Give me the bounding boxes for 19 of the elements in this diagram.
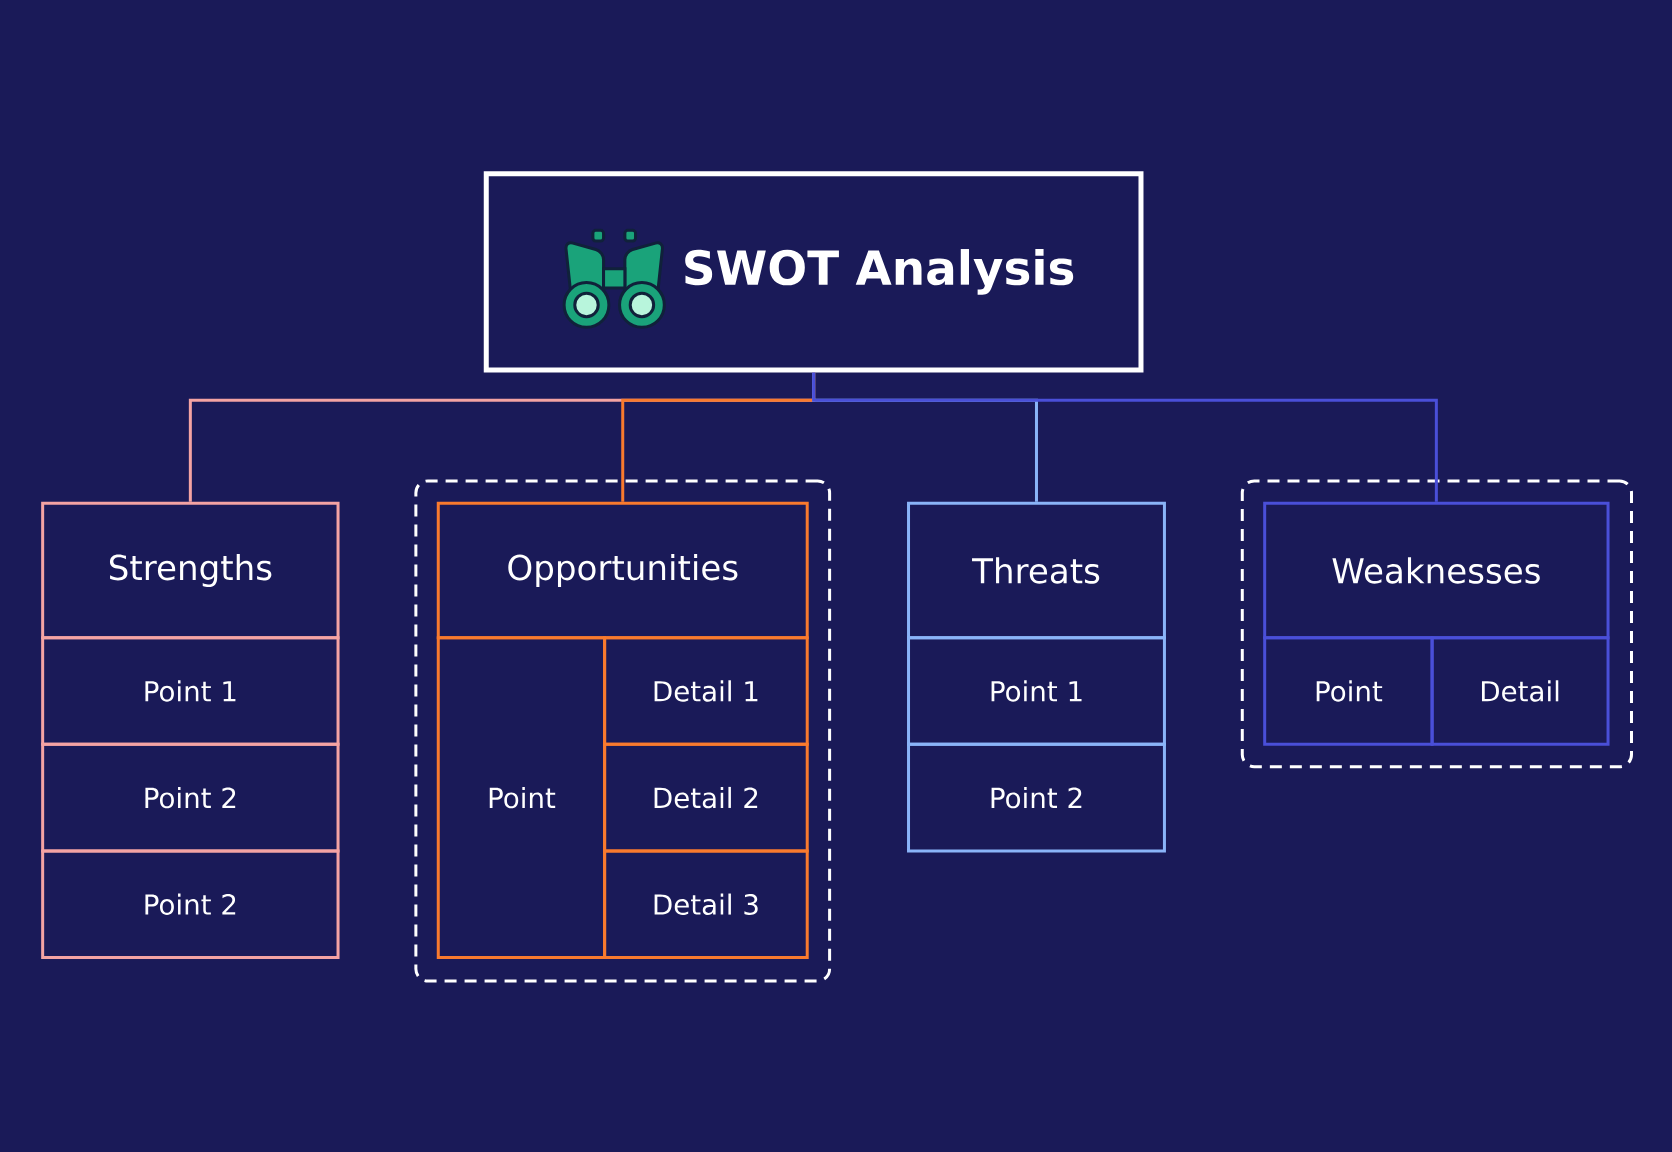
table-cell: Point 2 [41, 849, 340, 960]
table-cell: Detail 3 [603, 849, 809, 960]
table-cell: Detail [1430, 636, 1610, 746]
table-cell: Point [1263, 636, 1434, 746]
table-cell: Detail 2 [603, 742, 809, 853]
header-cell: Opportunities [436, 501, 809, 640]
table-cell: Point 1 [41, 636, 340, 746]
table-cell: Point [436, 636, 607, 960]
header-cell: Weaknesses [1263, 501, 1610, 640]
dashed-group-box [1240, 479, 1633, 769]
table-cell: Point 2 [41, 742, 340, 853]
connector-line [812, 372, 1438, 502]
header-cell: Strengths [41, 501, 340, 640]
table-cell: Point 2 [907, 742, 1166, 853]
table-cell: Detail 1 [603, 636, 809, 746]
header-cell: Threats [907, 501, 1166, 640]
dashed-group-box [414, 479, 832, 983]
table-cell: Point 1 [907, 636, 1166, 746]
title-box: SWOT Analysis [483, 171, 1144, 373]
